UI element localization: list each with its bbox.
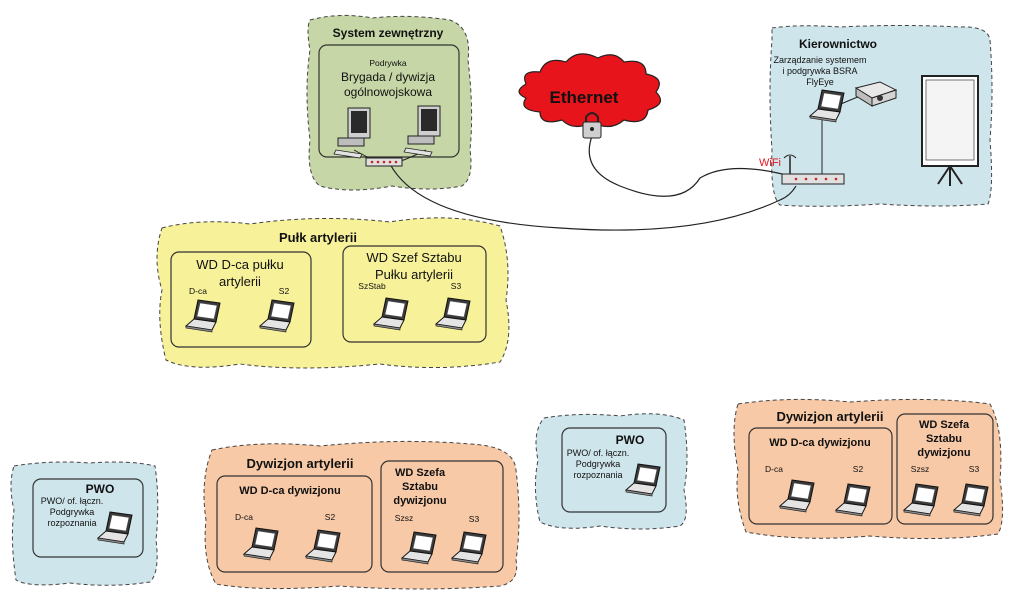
battalion-right-staff-label2: S3 xyxy=(969,464,980,474)
cable-lock-to-switch xyxy=(588,135,791,197)
battalion-right-cmd-label1: D-ca xyxy=(765,464,783,474)
management-line1: Zarządzanie systemem xyxy=(773,55,866,65)
battalion-left-cmd-label1: D-ca xyxy=(235,512,253,522)
pwo-mid-line2: Podgrywka xyxy=(576,459,621,469)
regiment-cmd-line2: artylerii xyxy=(219,274,261,289)
wifi-router-icon xyxy=(781,154,845,185)
management-line3: FlyEye xyxy=(806,77,834,87)
external-inner-box xyxy=(318,44,460,158)
battalion-left-cmd-title: WD D-ca dywizjonu xyxy=(239,485,340,497)
regiment-cmd-label1: D-ca xyxy=(189,286,207,296)
battalion-left-staff-line3: dywizjonu xyxy=(393,495,446,507)
external-sub: Podrywka xyxy=(369,58,407,68)
pwo-left-line2: Podgrywka xyxy=(50,507,95,517)
ethernet-cloud xyxy=(518,53,662,128)
battalion-left-staff-box xyxy=(380,460,504,573)
projector-icon xyxy=(854,81,898,107)
lock-icon xyxy=(582,112,602,139)
pwo-mid-line1: PWO/ of. łączn. xyxy=(567,448,630,458)
battalion-left-staff-line1: WD Szefa xyxy=(395,467,446,479)
ethernet-label: Ethernet xyxy=(550,88,619,107)
regiment-title: Pułk artylerii xyxy=(279,230,357,245)
pwo-mid-title: PWO xyxy=(616,433,645,447)
zone-pwo-left xyxy=(10,461,159,586)
battalion-right-staff-box xyxy=(896,413,994,525)
pwo-left-title: PWO xyxy=(86,482,115,496)
battalion-right-staff-label1: Szsz xyxy=(911,464,929,474)
regiment-staff-line1: WD Szef Sztabu xyxy=(366,250,461,265)
regiment-staff-label2: S3 xyxy=(451,281,462,291)
regiment-cmd-label2: S2 xyxy=(279,286,290,296)
regiment-staff-label1: SzStab xyxy=(358,281,386,291)
battalion-right-cmd-title: WD D-ca dywizjonu xyxy=(769,437,870,449)
battalion-left-cmd-label2: S2 xyxy=(325,512,336,522)
management-title: Kierownictwo xyxy=(799,37,877,51)
pwo-mid-box xyxy=(561,427,667,513)
regiment-cmd-line1: WD D-ca pułku xyxy=(196,257,283,272)
pwo-left-box xyxy=(32,478,144,558)
battalion-left-staff-line2: Sztabu xyxy=(402,481,438,493)
battalion-left-cmd-box xyxy=(216,475,373,573)
battalion-right-title: Dywizjon artylerii xyxy=(777,409,884,424)
external-title: System zewnętrzny xyxy=(333,26,444,40)
battalion-right-cmd-label2: S2 xyxy=(853,464,864,474)
wifi-label: WiFi xyxy=(759,157,781,169)
zone-regiment xyxy=(156,217,510,369)
regiment-commander-box xyxy=(170,251,312,348)
regiment-staff-box xyxy=(342,245,487,343)
pwo-left-line1: PWO/ of. łączn. xyxy=(41,496,104,506)
projection-screen-icon xyxy=(921,75,979,186)
battalion-right-staff-line3: dywizjonu xyxy=(917,447,970,459)
zone-pwo-mid xyxy=(534,413,688,530)
cable-external-to-switch-right xyxy=(389,163,797,231)
battalion-right-staff-line1: WD Szefa xyxy=(919,419,970,431)
management-line2: i podgrywka BSRA xyxy=(782,66,857,76)
pwo-mid-line3: rozpoznania xyxy=(573,470,622,480)
pwo-left-line3: rozpoznania xyxy=(47,518,96,528)
external-line1: Brygada / dywizja xyxy=(341,70,435,84)
battalion-right-cmd-box xyxy=(748,427,893,525)
battalion-left-staff-label2: S3 xyxy=(469,514,480,524)
battalion-left-title: Dywizjon artylerii xyxy=(247,456,354,471)
regiment-staff-line2: Pułku artylerii xyxy=(375,267,453,282)
battalion-right-staff-line2: Sztabu xyxy=(926,433,962,445)
switch-icon xyxy=(365,157,403,167)
battalion-left-staff-label1: Szsz xyxy=(395,513,413,523)
external-line2: ogólnowojskowa xyxy=(344,85,432,99)
zone-battalion-left xyxy=(203,440,520,590)
